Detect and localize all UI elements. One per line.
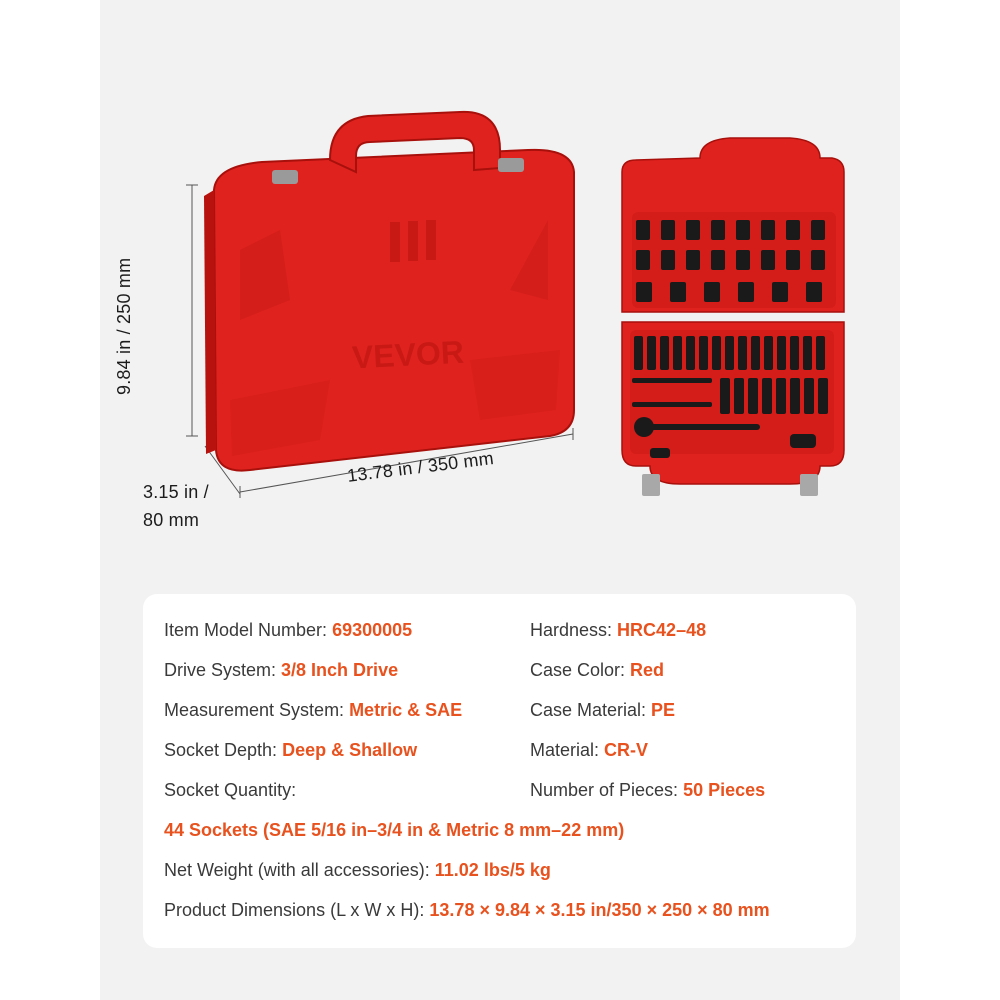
deep-socket (751, 336, 760, 370)
deep-socket (647, 336, 656, 370)
shallow-socket (636, 220, 650, 240)
spec-case-material-label: Case Material: (530, 700, 652, 720)
spec-socket-depth-label: Socket Depth: (164, 740, 283, 760)
shallow-socket (736, 250, 750, 270)
spec-pieces-label: Number of Pieces: (530, 780, 684, 800)
spec-case-material: Case Material: PE (530, 700, 675, 721)
spec-pieces-value: 50 Pieces (683, 780, 766, 800)
height-dimension-label: 9.84 in / 250 mm (114, 257, 134, 395)
shallow-socket (711, 220, 725, 240)
spec-product-dimensions-label: Product Dimensions (L x W x H): (164, 900, 430, 920)
spec-model: Item Model Number: 69300005 (164, 620, 412, 641)
depth-dimension-label: 3.15 in / 80 mm (143, 478, 209, 534)
depth-dimension-line2: 80 mm (143, 510, 200, 530)
shallow-socket (670, 282, 686, 302)
shallow-socket (736, 220, 750, 240)
deep-socket (720, 378, 730, 414)
shallow-socket (772, 282, 788, 302)
spec-drive-value: 3/8 Inch Drive (281, 660, 399, 680)
shallow-socket (704, 282, 720, 302)
spec-hardness: Hardness: HRC42–48 (530, 620, 706, 641)
spec-model-value: 69300005 (332, 620, 413, 640)
spec-measurement-value: Metric & SAE (349, 700, 463, 720)
spec-socket-depth: Socket Depth: Deep & Shallow (164, 740, 417, 761)
spec-socket-quantity-detail: 44 Sockets (SAE 5/16 in–3/4 in & Metric … (164, 820, 624, 841)
shallow-socket (636, 250, 650, 270)
closed-case-illustration: VEVOR (186, 110, 575, 498)
spec-socket-quantity-label: Socket Quantity: (164, 780, 297, 800)
deep-socket (777, 336, 786, 370)
spec-product-dimensions: Product Dimensions (L x W x H): 13.78 × … (164, 900, 770, 921)
shallow-socket (711, 250, 725, 270)
spec-case-material-value: PE (651, 700, 676, 720)
shallow-socket (686, 250, 700, 270)
shallow-socket (761, 250, 775, 270)
spec-material: Material: CR-V (530, 740, 648, 761)
deep-socket (673, 336, 682, 370)
spec-card (143, 594, 856, 948)
brand-logo: VEVOR (351, 334, 465, 376)
shallow-socket (761, 220, 775, 240)
spec-weight: Net Weight (with all accessories): 11.02… (164, 860, 551, 881)
deep-socket (734, 378, 744, 414)
spec-hardness-label: Hardness: (530, 620, 618, 640)
deep-socket (803, 336, 812, 370)
spec-case-color-label: Case Color: (530, 660, 631, 680)
spec-material-label: Material: (530, 740, 605, 760)
spec-weight-value: 11.02 lbs/5 kg (434, 860, 551, 880)
deep-socket (790, 336, 799, 370)
shallow-socket (786, 250, 800, 270)
shallow-socket (636, 282, 652, 302)
shallow-socket (661, 220, 675, 240)
deep-socket (660, 336, 669, 370)
shallow-socket (738, 282, 754, 302)
deep-socket (686, 336, 695, 370)
deep-socket (816, 336, 825, 370)
spec-socket-depth-value: Deep & Shallow (282, 740, 418, 760)
open-case-illustration (621, 137, 845, 496)
spec-case-color-value: Red (630, 660, 665, 680)
shallow-socket (806, 282, 822, 302)
spec-measurement: Measurement System: Metric & SAE (164, 700, 462, 721)
spec-pieces: Number of Pieces: 50 Pieces (530, 780, 765, 801)
deep-socket (762, 378, 772, 414)
deep-socket (790, 378, 800, 414)
deep-socket (725, 336, 734, 370)
spec-measurement-label: Measurement System: (164, 700, 350, 720)
spec-weight-label: Net Weight (with all accessories): (164, 860, 435, 880)
spec-socket-quantity-value: 44 Sockets (SAE 5/16 in–3/4 in & Metric … (164, 820, 625, 840)
deep-socket (764, 336, 773, 370)
deep-socket (712, 336, 721, 370)
shallow-socket (811, 220, 825, 240)
shallow-socket (811, 250, 825, 270)
spec-drive: Drive System: 3/8 Inch Drive (164, 660, 398, 681)
spec-product-dimensions-value: 13.78 × 9.84 × 3.15 in/350 × 250 × 80 mm (429, 900, 770, 920)
spec-drive-label: Drive System: (164, 660, 282, 680)
deep-socket (818, 378, 828, 414)
deep-socket (804, 378, 814, 414)
spec-hardness-value: HRC42–48 (617, 620, 707, 640)
deep-socket (634, 336, 643, 370)
spec-material-value: CR-V (604, 740, 649, 760)
shallow-socket (661, 250, 675, 270)
shallow-socket (786, 220, 800, 240)
spec-model-label: Item Model Number: (164, 620, 333, 640)
deep-socket (699, 336, 708, 370)
deep-socket (748, 378, 758, 414)
spec-socket-quantity: Socket Quantity: (164, 780, 296, 801)
shallow-socket (686, 220, 700, 240)
spec-case-color: Case Color: Red (530, 660, 664, 681)
deep-socket (776, 378, 786, 414)
depth-dimension-line1: 3.15 in / (143, 482, 209, 502)
deep-socket (738, 336, 747, 370)
